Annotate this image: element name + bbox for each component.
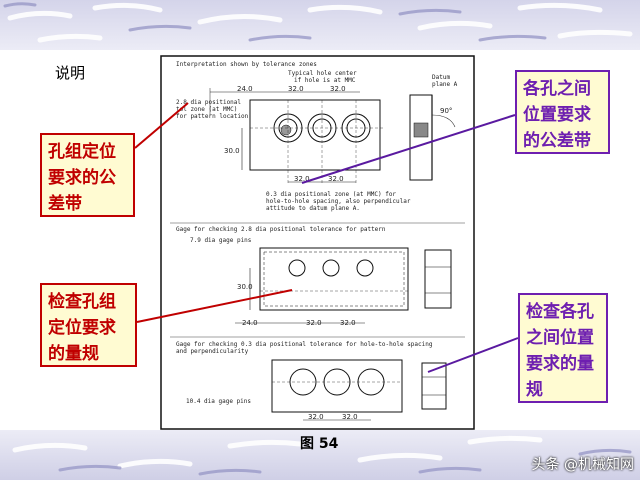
callout-gauge-group-position: 检查孔组定位要求的量规: [40, 283, 137, 367]
dim-30-top: 30.0: [224, 147, 240, 155]
slide-title: 说明: [55, 64, 86, 82]
datum-label: Datum: [432, 74, 450, 81]
dim-32-gage1-b: 32.0: [340, 319, 356, 327]
hole-zone-label-1: 0.3 dia positional zone (at MMC) for: [266, 191, 396, 198]
dim-32-gage2-b: 32.0: [342, 413, 358, 421]
hole-zone-label-3: attitude to datum plane A.: [266, 205, 360, 212]
pattern-zone-label-1: 2.8 dia positional: [176, 99, 241, 106]
watermark: 头条 @机械知网: [531, 457, 634, 473]
dim-32-bottom-b: 32.0: [328, 175, 344, 183]
dim-32-top-b: 32.0: [330, 85, 346, 93]
typical-hole-label: Typical hole center: [288, 70, 357, 77]
figure-caption: 图 54: [300, 436, 339, 452]
callout-between-holes-position: 各孔之间位置要求的公差带: [515, 70, 610, 154]
engineering-drawing: Interpretation shown by tolerance zones …: [160, 55, 475, 430]
dim-30-gage1: 30.0: [237, 283, 253, 291]
dim-32-gage1-a: 32.0: [306, 319, 322, 327]
mmc-label: if hole is at MMC: [294, 77, 356, 84]
drawing-header: Interpretation shown by tolerance zones: [176, 61, 317, 68]
gage2-title-2: and perpendicularity: [176, 348, 249, 355]
dim-24-top: 24.0: [237, 85, 253, 93]
dim-32-bottom-a: 32.0: [294, 175, 310, 183]
gage1-pins: 7.9 dia gage pins: [190, 237, 252, 244]
callout-gauge-between-holes: 检查各孔之间位置要求的量规: [518, 293, 608, 403]
gage2-pins: 10.4 dia gage pins: [186, 398, 251, 405]
dim-32-top-a: 32.0: [288, 85, 304, 93]
pattern-zone-label-2: tol zone (at MMC): [176, 106, 237, 113]
angle-90: 90°: [440, 107, 452, 115]
hole-zone-label-2: hole-to-hole spacing, also perpendicular: [266, 198, 411, 205]
callout-hole-group-position: 孔组定位要求的公差带: [40, 133, 135, 217]
top-decorative-band: [0, 0, 640, 50]
dim-32-gage2-a: 32.0: [308, 413, 324, 421]
gage2-title-1: Gage for checking 0.3 dia positional tol…: [176, 341, 433, 348]
dim-24-gage1: 24.0: [242, 319, 258, 327]
pattern-zone-label-3: for pattern location: [176, 113, 249, 120]
gage1-title: Gage for checking 2.8 dia positional tol…: [176, 226, 386, 233]
datum-plane-a-label: plane A: [432, 81, 458, 88]
bottom-decorative-band: [0, 430, 640, 480]
